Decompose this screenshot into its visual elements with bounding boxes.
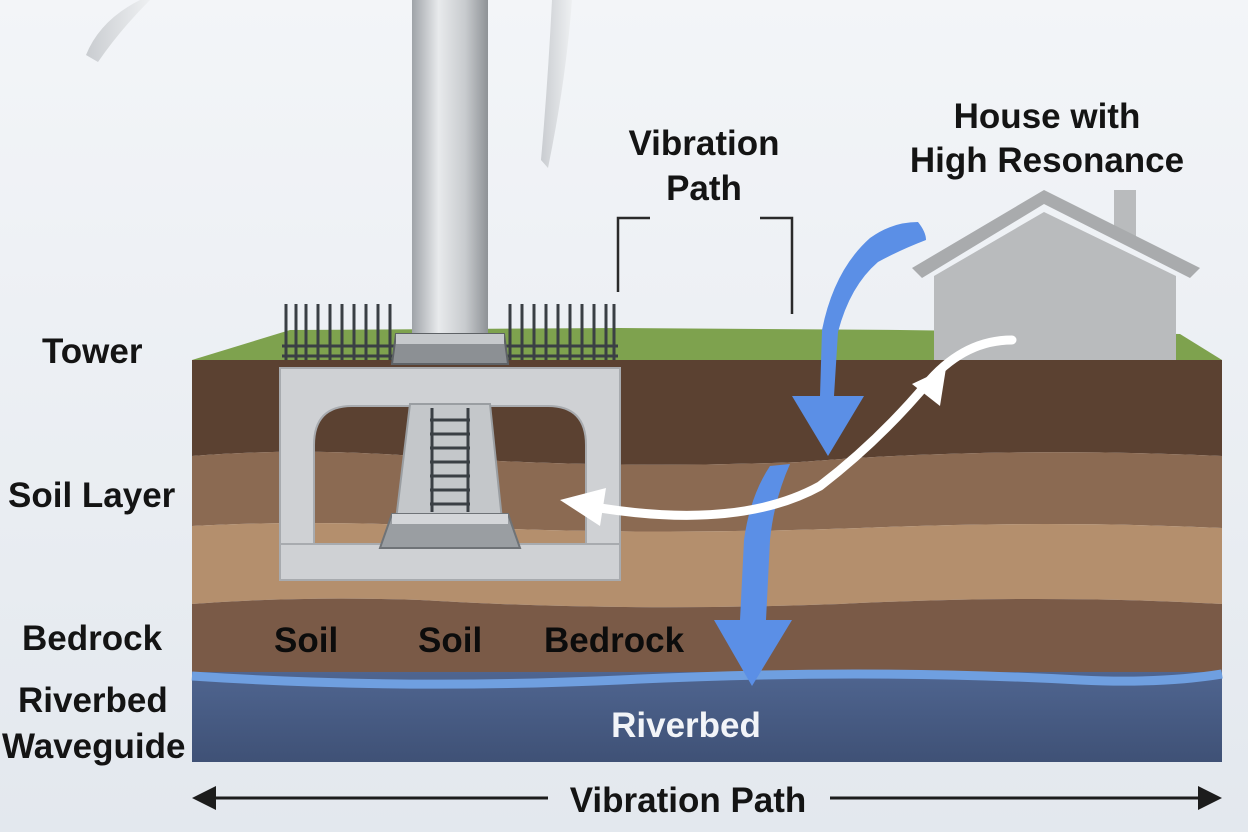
white-arrow-head-right <box>912 368 946 406</box>
water-line <box>191 669 1223 689</box>
label-soil-layer: Soil Layer <box>8 476 176 515</box>
turbine-blade-right <box>541 0 572 168</box>
rebar-right <box>504 304 618 360</box>
blue-arrow-lower <box>714 464 792 686</box>
label-soil-1: Soil <box>274 621 338 660</box>
label-riverbed-waveguide-1: Riverbed <box>18 681 168 720</box>
label-tower: Tower <box>42 332 143 371</box>
tower-base-ring <box>396 334 504 344</box>
foundation-frame <box>279 367 621 581</box>
white-arrow-head-left <box>560 488 606 526</box>
label-house-1: House with <box>954 97 1141 136</box>
white-arrow-curve <box>595 335 1017 520</box>
label-house-2: High Resonance <box>910 141 1184 180</box>
label-vibration-path-top-1: Vibration <box>628 124 779 163</box>
house-chimney <box>1114 190 1136 236</box>
label-riverbed-waveguide-2: Waveguide <box>2 727 185 766</box>
house-icon <box>912 190 1200 360</box>
blue-arrow-upper <box>792 222 926 456</box>
house-roof <box>912 190 1200 278</box>
bottom-arrow-head-left <box>192 786 216 810</box>
bedrock-layer <box>192 598 1222 672</box>
label-bedrock: Bedrock <box>22 619 163 658</box>
house-body <box>934 212 1176 360</box>
bottom-vibration-arrow <box>192 786 1222 810</box>
ground-block <box>191 328 1223 762</box>
rebar-left <box>282 304 396 360</box>
pier-rebar <box>430 408 470 512</box>
label-vibration-path-bottom: Vibration Path <box>570 781 807 820</box>
pier-footing-cap <box>392 514 508 524</box>
turbine-tower <box>412 0 488 340</box>
label-bedrock-inline: Bedrock <box>544 621 685 660</box>
vibration-path-bracket <box>616 216 794 314</box>
turbine-blade-left <box>86 0 150 62</box>
label-soil-2: Soil <box>418 621 482 660</box>
bottom-arrow-head-right <box>1198 786 1222 810</box>
label-vibration-path-top-2: Path <box>666 169 742 208</box>
label-riverbed: Riverbed <box>611 706 761 745</box>
